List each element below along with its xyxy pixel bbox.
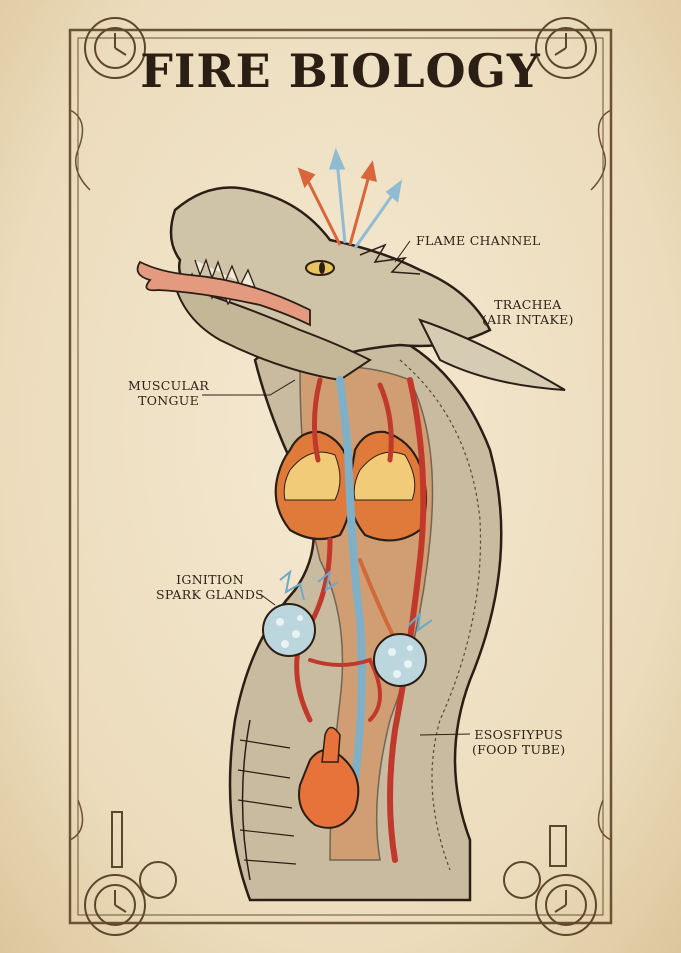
label-esophagus-line2: (FOOD TUBE) (472, 742, 566, 757)
page-title: FIRE BIOLOGY (140, 44, 541, 98)
fuel-sac (298, 726, 360, 829)
tongue (136, 260, 311, 327)
leader-lines (202, 240, 471, 736)
label-flame-channel: FLAME CHANNEL (416, 233, 541, 248)
dragon-head (169, 186, 566, 391)
label-flame-channel-text: FLAME CHANNEL (416, 233, 541, 248)
clock-ornament-bottom-left (84, 811, 177, 936)
label-muscular-tongue-line2: TONGUE (138, 393, 200, 408)
label-trachea-line1: TRACHEA (494, 297, 562, 312)
label-muscular-tongue-line1: MUSCULAR (128, 378, 210, 393)
ornate-frame (68, 28, 613, 925)
label-trachea-line2: (AIR INTAKE) (482, 312, 574, 327)
fire-glands (274, 430, 428, 542)
clock-ornament-top-left (84, 17, 146, 79)
spark-glands (262, 569, 433, 687)
label-muscular-tongue: MUSCULAR TONGUE (128, 378, 209, 408)
flame-arrows (297, 147, 403, 249)
label-ignition-spark-glands-line1: IGNITION (176, 572, 244, 587)
label-ignition-spark-glands: IGNITION SPARK GLANDS (156, 572, 264, 602)
label-esophagus: ESOSFIYPUS (FOOD TUBE) (472, 727, 565, 757)
label-esophagus-line1: ESOSFIYPUS (474, 727, 564, 742)
label-trachea: TRACHEA (AIR INTAKE) (482, 297, 574, 327)
label-ignition-spark-glands-line2: SPARK GLANDS (156, 587, 265, 602)
clock-ornament-top-right (535, 17, 597, 79)
clock-ornament-bottom-right (503, 825, 597, 936)
